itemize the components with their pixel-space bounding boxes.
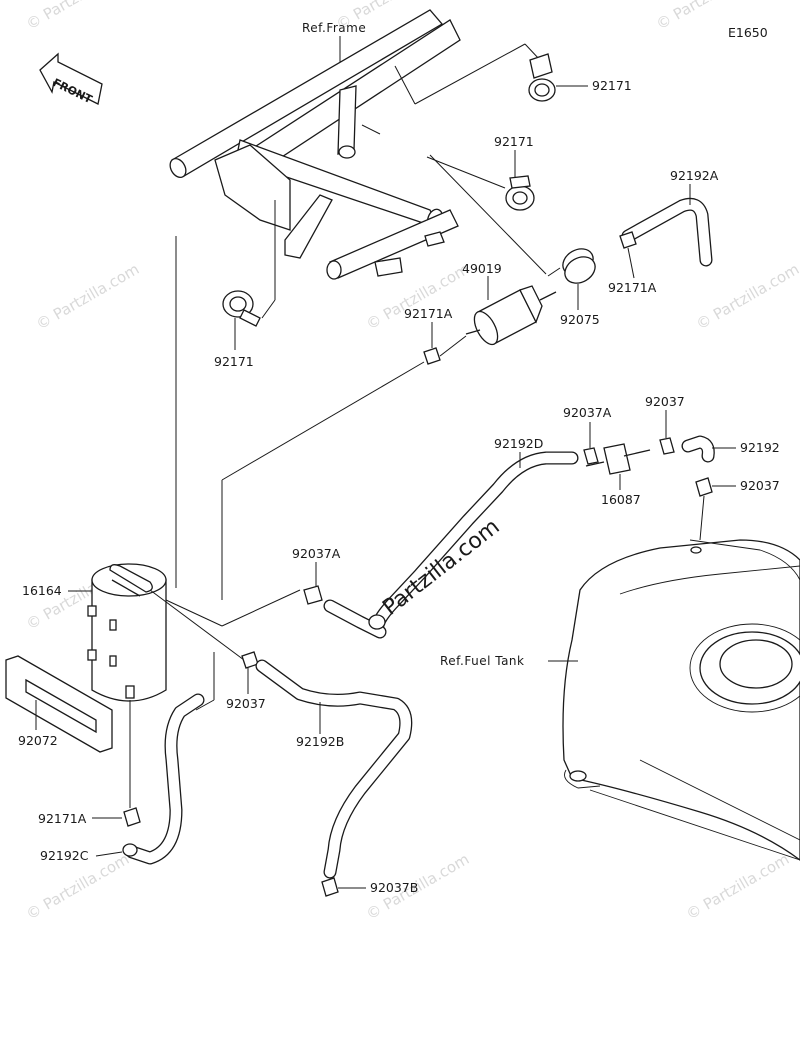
clamp-92037-top: [659, 410, 675, 455]
part-label-92072: 92072: [18, 733, 58, 748]
frame-drawing: [169, 9, 541, 280]
clamp-92037A-mid: [303, 562, 323, 605]
bracket-92072: [5, 655, 113, 753]
part-label-92171A: 92171A: [404, 306, 453, 321]
watermark: © Partzilla.com: [23, 0, 132, 33]
watermark: © Partzilla.com: [683, 850, 792, 923]
part-label-92037: 92037: [740, 478, 780, 493]
part-label-92171: 92171: [494, 134, 534, 149]
part-label-92192: 92192: [740, 440, 780, 455]
clamp-92171-left: [222, 200, 276, 350]
part-label-92037B: 92037B: [370, 880, 418, 895]
clamp-92037B: [321, 877, 366, 897]
watermark: © Partzilla.com: [693, 260, 800, 333]
part-label-92192D: 92192D: [494, 436, 543, 451]
clamp-92037A-top: [583, 422, 599, 465]
clamp-92037-low: [241, 651, 259, 694]
part-label-49019: 49019: [462, 261, 502, 276]
part-label-92192A: 92192A: [670, 168, 719, 183]
front-arrow-icon: FRONT: [39, 52, 103, 106]
leader-lines: [129, 236, 301, 808]
holder-92075: [429, 154, 596, 310]
part-label-92037A: 92037A: [292, 546, 341, 561]
fuel-tank-drawing: [548, 539, 800, 861]
part-label-92171: 92171: [214, 354, 254, 369]
part-label-16087: 16087: [601, 492, 641, 507]
valve-16087: [585, 443, 651, 490]
hose-92192C: [95, 693, 205, 865]
hose-92192D: [323, 451, 579, 639]
clip-92171A-low: [92, 807, 141, 827]
hose-92192: [681, 435, 736, 463]
part-label-16164: 16164: [22, 583, 62, 598]
canister-16164: [68, 563, 167, 702]
part-label-92075: 92075: [560, 312, 600, 327]
hose-92192A: [621, 184, 713, 267]
clamp-92171-mid: [426, 150, 535, 211]
part-label-92037A: 92037A: [563, 405, 612, 420]
part-label-92192C: 92192C: [40, 848, 89, 863]
part-label-92192B: 92192B: [296, 734, 344, 749]
watermark-large: Partzilla.com: [378, 514, 504, 620]
clip-92171A-right: [619, 231, 637, 279]
hose-92192B: [255, 659, 413, 879]
part-label-92171A: 92171A: [38, 811, 87, 826]
ref-frame-label: Ref.Frame: [302, 21, 366, 35]
watermark: © Partzilla.com: [33, 260, 142, 333]
part-label-92037: 92037: [226, 696, 266, 711]
clamp-92171-top: [528, 53, 588, 102]
ref-fuel-tank-label: Ref.Fuel Tank: [440, 654, 524, 668]
clamp-92037-right: [695, 477, 736, 541]
clip-92171A-left: [221, 322, 467, 600]
diagram-code: E1650: [728, 25, 768, 40]
fuel-filter-49019: [465, 276, 557, 346]
part-label-92171A: 92171A: [608, 280, 657, 295]
part-label-92171: 92171: [592, 78, 632, 93]
part-label-92037: 92037: [645, 394, 685, 409]
